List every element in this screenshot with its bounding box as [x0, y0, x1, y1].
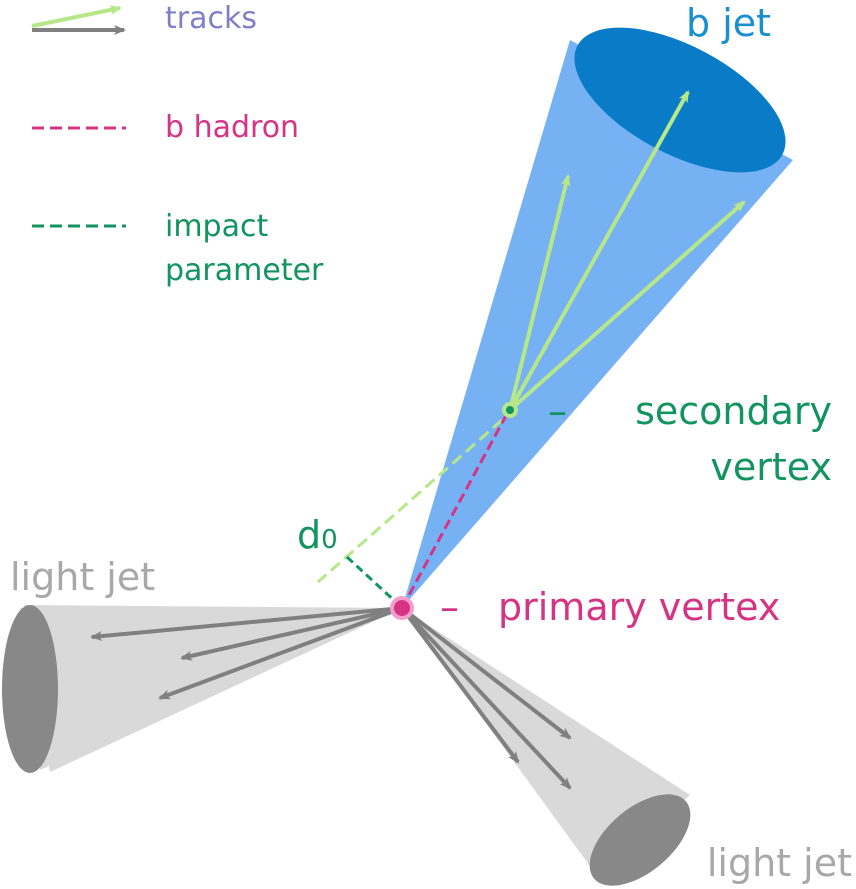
primary-vertex-label: primary vertex — [498, 585, 780, 629]
light-jet-left-cone — [2, 605, 402, 773]
impact-parameter-line — [345, 555, 400, 606]
primary-vertex-marker — [390, 596, 414, 620]
light-jet-tracks — [90, 606, 572, 790]
secondary-vertex-label-1: secondary — [635, 389, 832, 433]
b-jet-label: b jet — [686, 1, 771, 45]
d0-label: d0 — [297, 513, 338, 557]
legend: tracks b hadron impact parameter — [31, 1, 324, 288]
secondary-vertex-marker — [502, 402, 518, 418]
b-jet-cone — [402, 27, 793, 608]
legend-tracks-label: tracks — [165, 1, 257, 36]
extrapolated-track — [317, 418, 503, 584]
b-jet-tracks — [508, 90, 746, 412]
legend-impact-label-1: impact — [165, 209, 268, 244]
light-jet-left-label: light jet — [10, 555, 155, 599]
legend-b-hadron-label: b hadron — [165, 110, 299, 145]
primary-vertex-dash: – — [440, 585, 459, 629]
light-jet-bottom-cone — [402, 608, 691, 886]
b-hadron-flight-line — [400, 411, 510, 609]
secondary-vertex-dash: – — [548, 389, 567, 433]
legend-impact-label-2: parameter — [165, 253, 324, 288]
legend-track-green-arrow — [31, 5, 122, 28]
secondary-vertex-label-2: vertex — [710, 445, 832, 489]
light-jet-bottom-label: light jet — [707, 841, 852, 885]
